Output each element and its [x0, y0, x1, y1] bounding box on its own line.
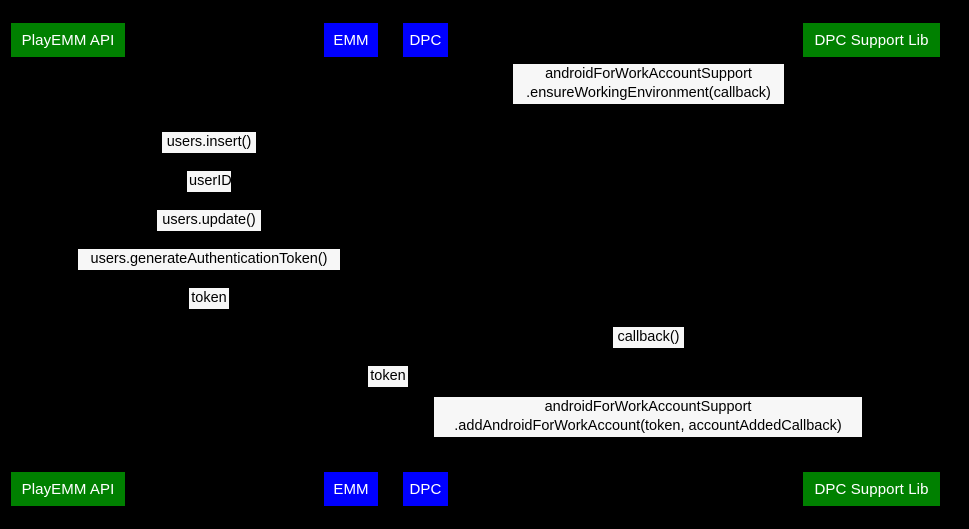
lifeline-dpc: [425, 57, 426, 472]
message-line: callback(): [617, 329, 680, 345]
lifeline-emm: [351, 57, 352, 472]
participant-playemm-api-top[interactable]: PlayEMM API: [11, 23, 125, 57]
message-label-ensure-working-environment: androidForWorkAccountSupport .ensureWorki…: [513, 64, 784, 104]
message-line: users.generateAuthenticationToken(): [90, 251, 328, 267]
participant-label: DPC: [409, 480, 442, 498]
lifeline-dpc-support-lib: [871, 57, 872, 472]
message-label-user-id: userID: [187, 171, 232, 192]
participant-label: PlayEMM API: [21, 480, 115, 498]
message-label-token-to-dpc: token: [368, 366, 408, 387]
message-label-generate-authentication-token: users.generateAuthenticationToken(): [78, 249, 340, 270]
participant-emm-bottom[interactable]: EMM: [324, 472, 378, 506]
participant-emm-top[interactable]: EMM: [324, 23, 378, 57]
participant-playemm-api-bottom[interactable]: PlayEMM API: [11, 472, 125, 506]
message-line: androidForWorkAccountSupport: [545, 66, 752, 82]
message-label-users-update: users.update(): [157, 210, 261, 231]
participant-label: DPC Support Lib: [814, 31, 929, 49]
message-line: .addAndroidForWorkAccount(token, account…: [454, 418, 842, 434]
message-line: androidForWorkAccountSupport: [544, 399, 752, 415]
message-label-users-insert: users.insert(): [162, 132, 256, 153]
participant-dpc-bottom[interactable]: DPC: [403, 472, 448, 506]
lifeline-playemm-api: [68, 57, 69, 472]
message-label-token-to-emm: token: [189, 288, 229, 309]
message-line: userID: [189, 173, 232, 189]
message-label-callback: callback(): [613, 327, 684, 348]
message-line: .ensureWorkingEnvironment(callback): [526, 85, 771, 101]
message-line: users.update(): [162, 212, 256, 228]
participant-label: PlayEMM API: [21, 31, 115, 49]
message-label-add-android-for-work-account: androidForWorkAccountSupport .addAndroidF…: [434, 397, 862, 437]
message-line: users.insert(): [166, 134, 252, 150]
participant-dpc-top[interactable]: DPC: [403, 23, 448, 57]
message-line: token: [191, 290, 227, 306]
participant-label: EMM: [333, 31, 369, 49]
participant-label: EMM: [333, 480, 369, 498]
participant-dpc-support-lib-bottom[interactable]: DPC Support Lib: [803, 472, 940, 506]
participant-dpc-support-lib-top[interactable]: DPC Support Lib: [803, 23, 940, 57]
participant-label: DPC: [409, 31, 442, 49]
message-line: token: [370, 368, 406, 384]
participant-label: DPC Support Lib: [814, 480, 929, 498]
